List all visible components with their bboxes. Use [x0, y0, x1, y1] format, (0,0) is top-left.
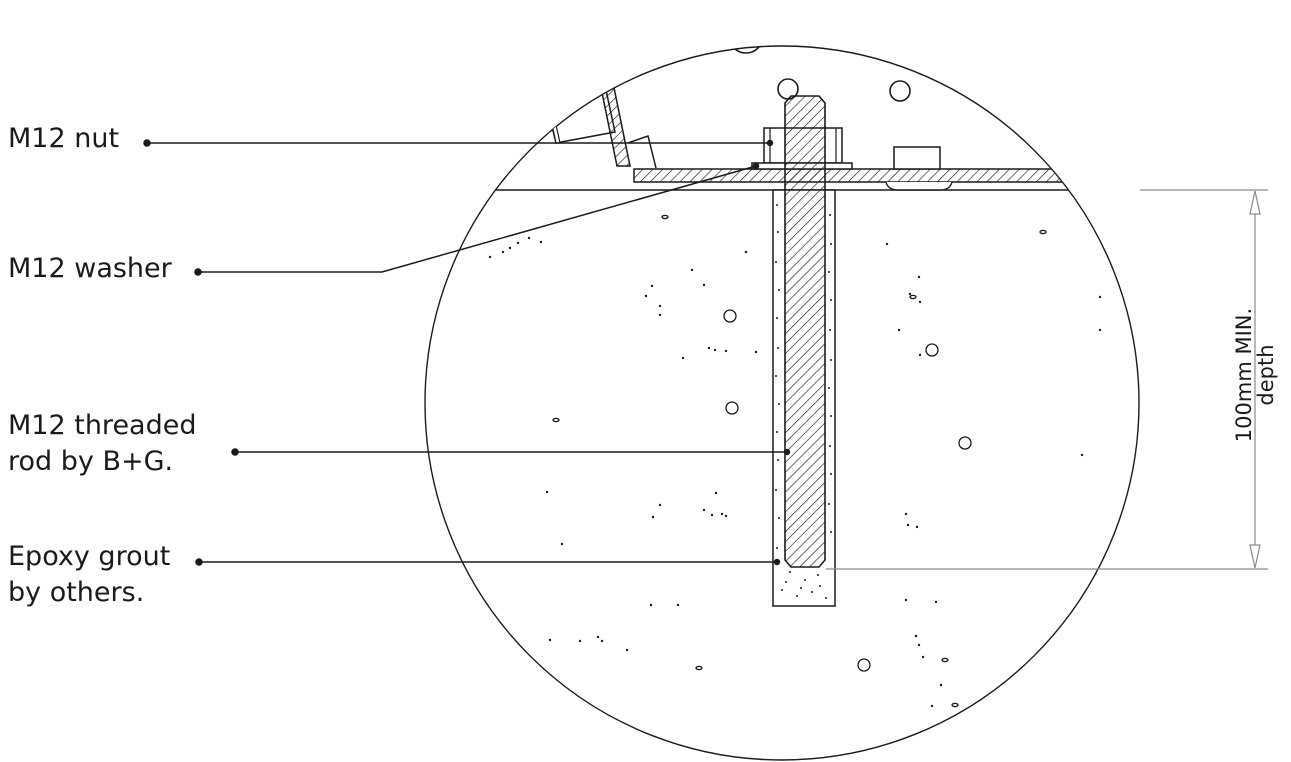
- detail-circle: [424, 45, 1140, 761]
- washer-label: M12 washer: [8, 253, 173, 284]
- dimension-label-line1: 100mm MIN.: [1232, 308, 1256, 442]
- washer-leader: [198, 165, 757, 273]
- plate-weld: [885, 181, 953, 191]
- plate-stud: [893, 146, 941, 170]
- rod-label-line2: rod by B+G.: [8, 446, 173, 477]
- hole: [728, 46, 764, 54]
- dimension-text: 100mm MIN. depth: [1232, 308, 1278, 442]
- concrete-aggregate: [552, 214, 1047, 708]
- washer-leader-dot: [194, 268, 202, 276]
- grout-label-line2: by others.: [8, 577, 144, 608]
- dimension-label-line2: depth: [1254, 344, 1278, 405]
- rod-leader-dot: [231, 448, 239, 456]
- grout-label-line1: Epoxy grout: [8, 541, 170, 572]
- hole: [889, 80, 911, 102]
- concrete-speckle: [488, 236, 1102, 708]
- dimension-arrow-bottom: [1249, 544, 1261, 569]
- hole: [948, 27, 966, 45]
- m12-threaded-rod: [784, 95, 826, 568]
- rod-label-line1: M12 threaded: [8, 410, 197, 441]
- grout-leader-dot: [195, 558, 203, 566]
- detail-contents: [425, 21, 1139, 708]
- leader-lines: [143, 139, 791, 566]
- nut-label: M12 nut: [8, 123, 119, 154]
- grout-speckle: [775, 204, 832, 599]
- hole: [889, 21, 907, 39]
- hole: [667, 21, 685, 39]
- nut-leader-dot: [143, 139, 151, 147]
- dimension-arrow-top: [1249, 190, 1261, 215]
- depth-dimension: [826, 189, 1268, 570]
